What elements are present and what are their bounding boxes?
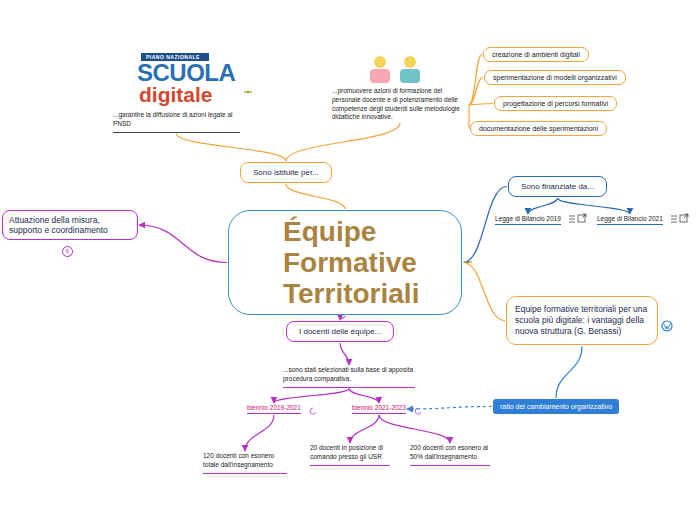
node-text: ...sono stati selezionati sulla base di …	[283, 366, 415, 384]
connector	[340, 316, 345, 320]
central-topic: Équipe Formative Territoriali	[228, 210, 462, 315]
node-text: documentazione delle sperimentazioni	[479, 125, 598, 132]
node-text: progettazione di percorsi formativi	[503, 100, 608, 107]
logo-word: digitale	[139, 84, 213, 106]
connector	[286, 184, 345, 209]
node-text: biennio 2019-2021	[247, 404, 301, 411]
node-text: 120 docenti con esonero totale dall'inse…	[203, 452, 287, 470]
connector	[407, 407, 492, 410]
main-topic: I docenti delle équipe...	[286, 321, 394, 342]
node-text: 200 docenti con esonero al 50% dall'inse…	[410, 444, 490, 462]
floating-topic: Attuazione della misura, supporto e coor…	[2, 210, 138, 240]
connector	[556, 346, 582, 398]
connector	[286, 123, 400, 161]
connector	[350, 415, 379, 443]
connector	[469, 78, 483, 105]
connector	[463, 263, 505, 321]
callout-number: 6	[62, 246, 73, 257]
node-text: Équipe Formative Territoriali	[283, 216, 453, 309]
connector	[139, 225, 227, 263]
subtopic-text: ...sono stati selezionati sulla base di …	[283, 366, 415, 388]
connector	[349, 389, 379, 403]
connector	[274, 389, 349, 403]
subtopic-text: 20 docenti in posizione di comando press…	[310, 444, 390, 466]
wordpress-icon	[662, 321, 672, 331]
callout-box: ratio del cambiamento organizzativo	[493, 399, 619, 414]
connector	[469, 104, 493, 105]
subtopic-text: 200 docenti con esonero al 50% dall'inse…	[410, 444, 490, 466]
node-text: Equipe formative territoriali per una sc…	[515, 304, 649, 337]
node-text: Legge di Bilancio 2019	[495, 215, 561, 222]
node-text: ...garantire la diffusione di azioni leg…	[113, 111, 240, 129]
node-text: sperimentazione di modelli organizzativi	[493, 74, 617, 81]
people-icon	[370, 56, 420, 83]
link-text: Legge di Bilancio 2019	[495, 215, 561, 225]
node-text: Attuazione della misura, supporto e coor…	[9, 215, 131, 235]
subtopic-text: ...promuovere azioni di formazione del p…	[332, 87, 468, 122]
node-text: ...promuovere azioni di formazione del p…	[332, 87, 468, 122]
link-text: Legge di Bilancio 2021	[597, 215, 663, 225]
subtopic-pill: sperimentazione di modelli organizzativi	[484, 70, 626, 85]
connector	[340, 343, 349, 365]
node-text: Sono finanziate da...	[521, 182, 594, 191]
connector	[177, 134, 286, 161]
connector	[245, 415, 274, 451]
period-text: biennio 2021-2023	[352, 404, 406, 414]
node-text: Sono istituite per...	[253, 168, 319, 177]
logo-word: SCUOLA	[137, 60, 235, 86]
subtopic-text: 120 docenti con esonero totale dall'inse…	[203, 452, 287, 474]
subtopic-pill: documentazione delle sperimentazioni	[470, 121, 607, 136]
subtopic-text: ...garantire la diffusione di azioni leg…	[113, 111, 240, 133]
main-topic: Sono finanziate da...	[508, 176, 607, 197]
node-text: I docenti delle équipe...	[299, 327, 381, 336]
connector	[557, 198, 629, 214]
node-text: creazione di ambienti digitali	[492, 51, 580, 58]
floating-topic: Equipe formative territoriali per una sc…	[506, 296, 658, 345]
node-text: 20 docenti in posizione di comando press…	[310, 444, 390, 462]
subtopic-pill: progettazione di percorsi formativi	[494, 96, 617, 111]
link-icons	[569, 214, 688, 222]
node-text: ratio del cambiamento organizzativo	[500, 403, 612, 410]
main-topic: Sono istituite per...	[240, 162, 332, 183]
period-text: biennio 2019-2021	[247, 404, 301, 414]
node-text: Legge di Bilancio 2021	[597, 215, 663, 222]
connector	[379, 415, 450, 443]
node-text: biennio 2021-2023	[352, 404, 406, 411]
connector	[528, 198, 558, 214]
connector	[469, 55, 482, 105]
subtopic-pill: creazione di ambienti digitali	[483, 47, 589, 62]
